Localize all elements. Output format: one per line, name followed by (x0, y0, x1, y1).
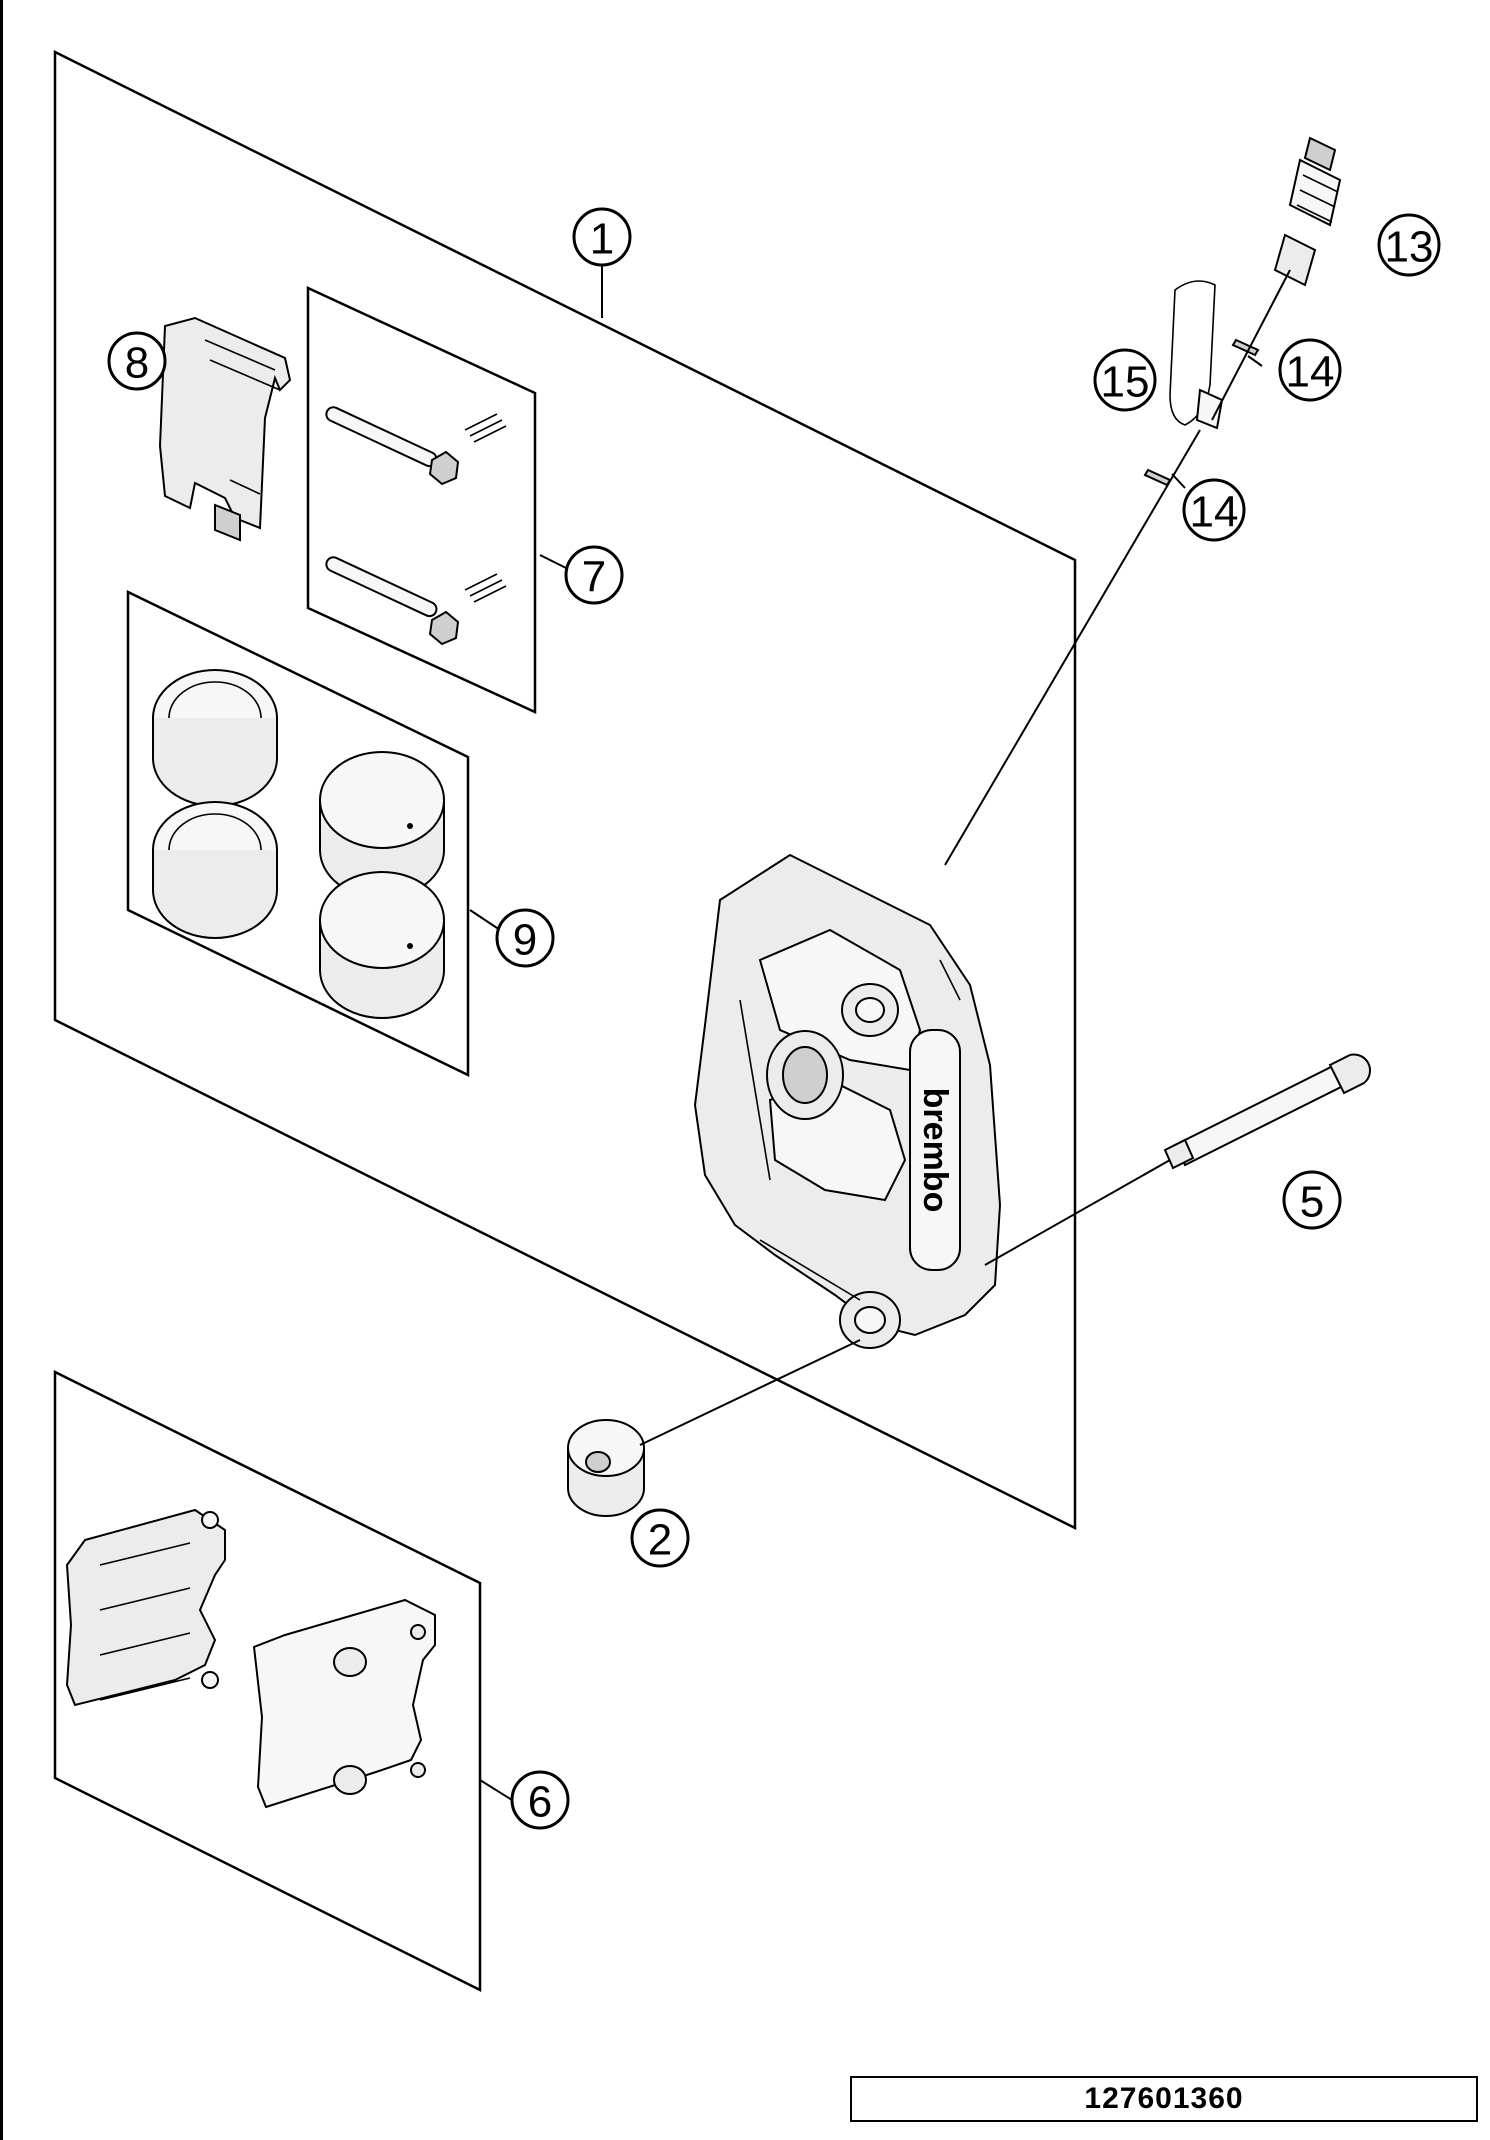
callout-8-label: 8 (125, 339, 149, 388)
caliper-brand-text: brembo (916, 1088, 954, 1213)
callout-5-label: 5 (1300, 1178, 1324, 1227)
guide-pin-kit (306, 286, 537, 714)
seal-ring-upper (1231, 338, 1260, 357)
callout-15: 15 (1093, 348, 1157, 412)
bleeder-valve (1273, 136, 1342, 287)
callout-14-lower-label: 14 (1190, 488, 1239, 537)
callout-14-lower: 14 (1182, 478, 1246, 542)
seal-ring-lower (1143, 468, 1172, 487)
caliper-mounting-bolt (1163, 1053, 1371, 1170)
brake-caliper-body: brembo (693, 853, 1002, 1349)
callout-6: 6 (510, 1770, 570, 1830)
callout-15-label: 15 (1101, 358, 1150, 407)
callout-2-label: 2 (648, 1516, 672, 1565)
callout-9: 9 (495, 908, 555, 968)
callout-7-label: 7 (582, 553, 606, 602)
callout-13-label: 13 (1385, 223, 1434, 272)
callout-5: 5 (1282, 1170, 1342, 1230)
piston-kit (126, 590, 470, 1077)
callout-6-label: 6 (528, 1778, 552, 1827)
left-border-line (0, 0, 3, 2140)
callout-8: 8 (107, 331, 167, 391)
callout-14-upper: 14 (1278, 338, 1342, 402)
callout-14-upper-label: 14 (1286, 348, 1335, 397)
pad-spring-clip (158, 316, 292, 542)
assembly-leader-lines (469, 265, 1291, 1801)
callout-2: 2 (630, 1508, 690, 1568)
callout-9-label: 9 (513, 916, 537, 965)
drawing-number: 127601360 (850, 2076, 1478, 2122)
callout-1-label: 1 (590, 215, 614, 264)
assembly-panel-caliper (53, 49, 1077, 1531)
caliper-spacer (567, 1419, 645, 1517)
callout-7: 7 (564, 545, 624, 605)
brake-pad-set (53, 1369, 482, 1993)
callout-1: 1 (572, 207, 632, 267)
callout-13: 13 (1377, 213, 1441, 277)
bleeder-cap (1169, 280, 1224, 430)
